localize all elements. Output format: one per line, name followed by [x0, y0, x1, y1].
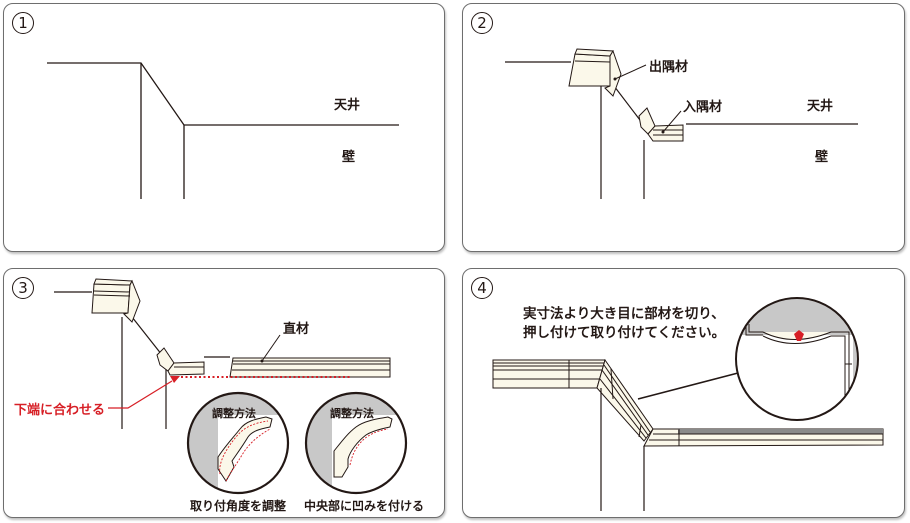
joint-detail-circle [736, 298, 858, 420]
ceiling-label: 天井 [807, 99, 834, 114]
inside-corner-leader [662, 110, 682, 133]
adjust-angle-caption: 取り付角度を調整 [190, 499, 287, 513]
step-number: 1 [12, 12, 34, 34]
left-straight-piece [492, 359, 606, 389]
wall-label: 壁 [815, 150, 829, 165]
step-4-panel: 4 実寸法より大き目に部材を切り、 押し付けて取り付けてください。 [462, 268, 905, 518]
step-number: 3 [12, 277, 34, 299]
outside-corner-piece [568, 48, 622, 97]
step-2-drawing [505, 48, 858, 199]
center-dent-caption: 中央部に凹みを付ける [304, 499, 425, 513]
straight-piece-label: 直材 [283, 322, 310, 337]
inside-corner-piece [156, 347, 205, 376]
ceiling-edge-line [47, 62, 399, 126]
step-1-panel: 1 天井 壁 [3, 3, 445, 252]
adjust-detail-circle-1 [188, 393, 288, 493]
right-straight-piece [643, 428, 884, 447]
step-3-drawing [54, 278, 408, 495]
step-2-panel: 2 出隅材 入隅材 天井 壁 [462, 3, 905, 252]
pressure-point-marker [794, 330, 804, 341]
adjust-method-label-2: 調整方法 [330, 407, 374, 420]
step-4-drawing [492, 297, 884, 511]
step-number: 4 [471, 277, 493, 299]
align-bottom-label: 下端に合わせる [14, 403, 106, 418]
instruction-text-line-2: 押し付けて取り付けてください。 [523, 325, 726, 341]
adjust-detail-circle-2 [306, 393, 406, 493]
outside-corner-diagonal [596, 358, 654, 442]
straight-piece [229, 357, 391, 378]
outside-corner-piece [91, 278, 141, 323]
step-3-panel: 3 直材 下端に合わせる 調整方法 調整方法 取り付角度を調整 中央部に凹みを付… [3, 268, 445, 518]
instruction-text-line-1: 実寸法より大き目に部材を切り、 [523, 306, 725, 322]
step-1-drawing [47, 62, 399, 199]
inside-corner-label: 入隅材 [683, 100, 723, 115]
inside-corner-piece [638, 107, 684, 142]
alignment-arrowhead [170, 376, 180, 383]
outside-corner-label: 出隅材 [649, 60, 689, 75]
straight-piece-leader [261, 334, 281, 362]
ceiling-label: 天井 [334, 98, 361, 113]
align-leader [108, 380, 173, 409]
adjust-method-label-1: 調整方法 [212, 407, 256, 420]
outside-corner-leader [614, 64, 647, 80]
detail-leader [637, 372, 739, 400]
wall-label: 壁 [342, 150, 356, 165]
step-number: 2 [471, 12, 493, 34]
